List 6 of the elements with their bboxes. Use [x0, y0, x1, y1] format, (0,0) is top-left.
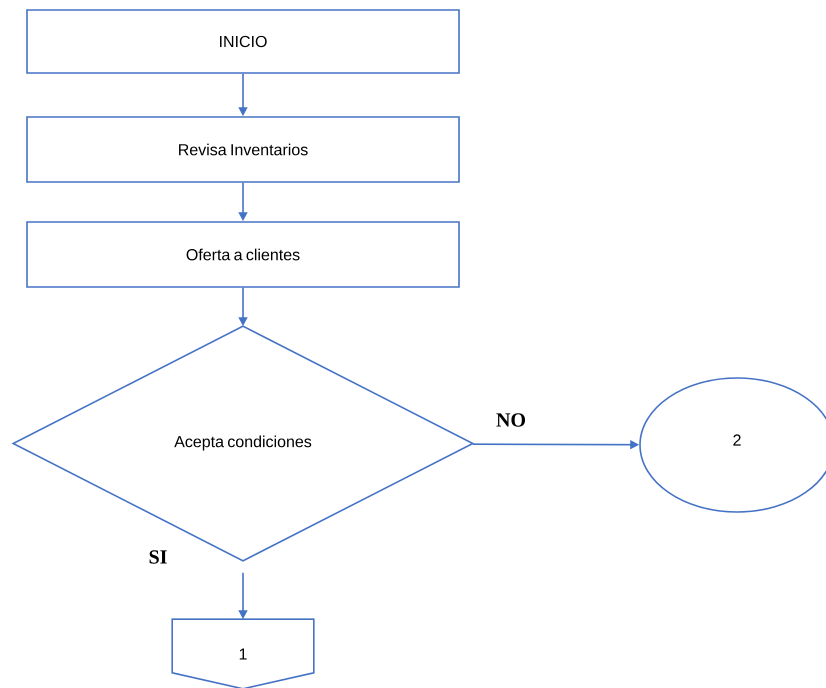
process-box: INICIO: [26, 9, 460, 74]
edge-label: NO: [495, 412, 527, 428]
edge-label: SI: [148, 549, 168, 565]
process-box: Oferta a clientes: [26, 221, 460, 288]
process-box: Revisa Inventarios: [26, 116, 460, 183]
off-page-connector: 1: [171, 618, 315, 688]
